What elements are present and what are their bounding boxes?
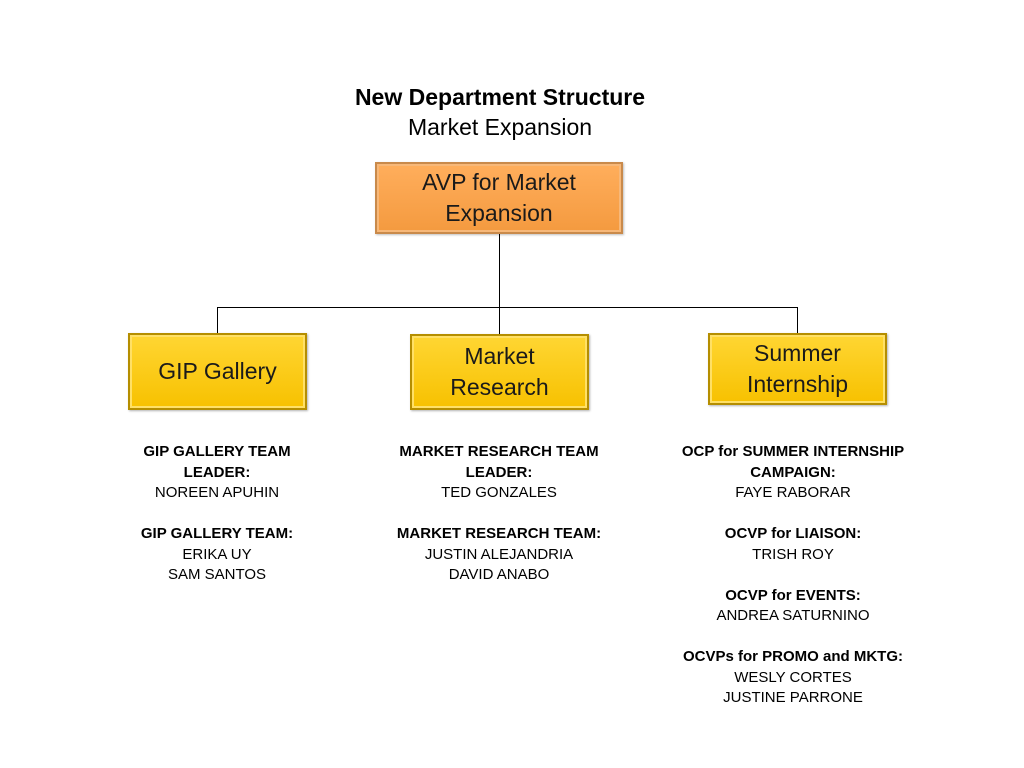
node-summer-internship: Summer Internship — [708, 333, 887, 405]
gip-gallery-team-info: GIP GALLERY TEAM LEADER: NOREEN APUHIN G… — [117, 442, 317, 586]
member-name: TRISH ROY — [752, 545, 834, 563]
member-name: FAYE RABORAR — [735, 484, 851, 501]
section-header: MARKET RESEARCH TEAM — [399, 443, 599, 460]
section-header: LEADER: — [465, 463, 533, 481]
section-header: OCVP for EVENTS: — [725, 586, 861, 604]
node-avp-market-expansion: AVP for Market Expansion — [375, 162, 623, 234]
member-name: DAVID ANABO — [448, 566, 550, 583]
connector-market-research — [499, 307, 500, 334]
section-header: LEADER: — [183, 463, 251, 481]
member-name: NOREEN APUHIN — [154, 484, 280, 501]
node-market-research: Market Research — [410, 334, 589, 410]
connector-horizontal — [217, 307, 798, 308]
member-name: TED GONZALES — [441, 484, 557, 501]
member-name: JUSTIN ALEJANDRIA — [424, 545, 574, 563]
node-label: Summer — [754, 340, 841, 366]
section-header: MARKET RESEARCH TEAM: — [396, 525, 602, 542]
node-label: Market — [464, 343, 535, 369]
member-name: JUSTINE PARRONE — [723, 689, 863, 706]
section-header: GIP GALLERY TEAM: — [140, 525, 294, 542]
market-research-team-info: MARKET RESEARCH TEAM LEADER: TED GONZALE… — [389, 442, 609, 586]
section-header: OCVPs for PROMO and MKTG: — [682, 648, 903, 665]
node-label: Expansion — [445, 200, 553, 226]
connector-gip — [217, 307, 218, 333]
node-label: AVP for Market — [422, 169, 576, 195]
node-label: GIP Gallery — [158, 358, 277, 384]
member-name: ERIKA UY — [182, 545, 252, 563]
summer-internship-team-info: OCP for SUMMER INTERNSHIP CAMPAIGN: FAYE… — [663, 442, 923, 709]
section-header: GIP GALLERY TEAM — [143, 443, 291, 460]
node-label: Research — [450, 374, 549, 400]
node-label: Internship — [746, 371, 848, 397]
section-header: OCVP for LIAISON: — [724, 525, 862, 542]
diagram-subtitle: Market Expansion — [407, 114, 593, 140]
member-name: ANDREA SATURNINO — [716, 607, 870, 624]
diagram-title: New Department Structure — [354, 84, 646, 110]
connector-summer-internship — [797, 307, 798, 333]
member-name: SAM SANTOS — [167, 566, 267, 583]
section-header: OCP for SUMMER INTERNSHIP — [681, 443, 905, 460]
section-header: CAMPAIGN: — [750, 463, 836, 481]
connector-root-down — [499, 234, 500, 308]
member-name: WESLY CORTES — [734, 668, 852, 686]
node-gip-gallery: GIP Gallery — [128, 333, 307, 410]
